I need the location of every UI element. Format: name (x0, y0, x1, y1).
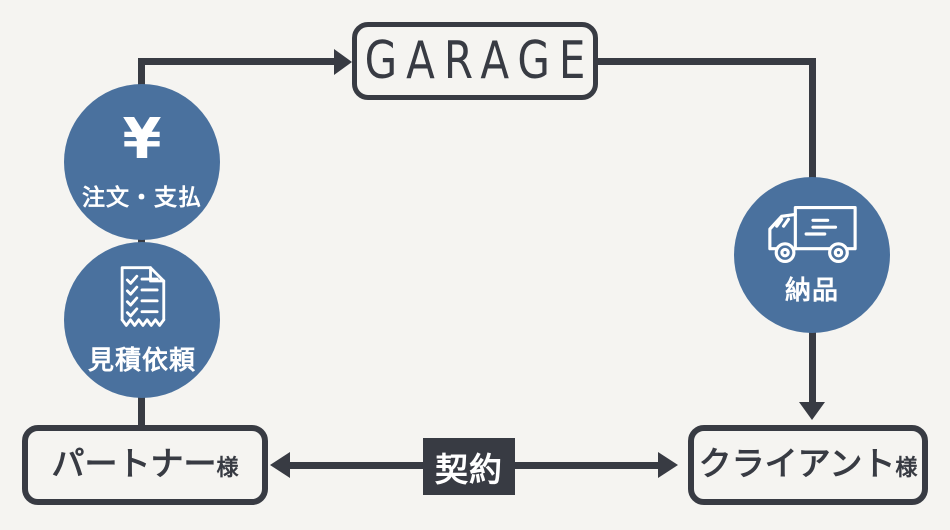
step-quote-request-label: 見積依頼 (87, 346, 196, 376)
connector-quoterequest-to-partner (138, 394, 145, 425)
connector-orderpayment-to-top (138, 58, 145, 100)
connector-top-right-to-delivery (809, 58, 816, 186)
connector-garage-to-top-right (598, 58, 816, 65)
client-honorific: 様 (895, 456, 918, 481)
receipt-checklist-icon (120, 266, 166, 327)
step-order-payment-label: 注文・支払 (82, 185, 202, 211)
arrowhead-into-client-icon (799, 402, 825, 420)
arrowhead-into-partner-icon (270, 452, 290, 478)
contract-badge: 契約 (423, 438, 515, 495)
partner-box: パートナー様 (22, 425, 268, 505)
step-delivery-label: 納品 (784, 276, 839, 306)
client-box: クライアント様 (688, 425, 928, 505)
partner-honorific: 様 (216, 456, 239, 481)
step-order-payment: ¥ 注文・支払 (64, 84, 220, 240)
step-delivery: 納品 (734, 177, 890, 333)
arrowhead-into-garage-icon (334, 49, 352, 75)
arrowhead-toward-client-icon (658, 452, 678, 478)
yen-icon: ¥ (122, 107, 162, 172)
client-name: クライアント (698, 444, 896, 483)
garage-logo-box: GARAGE (352, 22, 598, 100)
step-quote-request: 見積依頼 (64, 242, 220, 398)
connector-delivery-to-client (809, 330, 816, 404)
partner-name: パートナー (51, 444, 217, 483)
delivery-truck-icon (768, 205, 857, 264)
garage-logo-text: GARAGE (364, 30, 595, 91)
connector-top-left-to-garage (138, 58, 334, 65)
